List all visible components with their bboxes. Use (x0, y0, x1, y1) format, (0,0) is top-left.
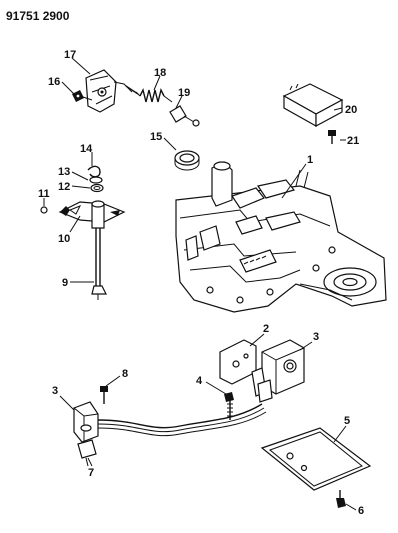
detent-lever-part-10 (58, 200, 126, 229)
callout-19: 19 (178, 87, 190, 99)
bracket-part-2 (219, 339, 257, 385)
screw-part-21 (328, 130, 336, 144)
diagram-part-number: 91751 2900 (6, 9, 70, 23)
callout-15: 15 (150, 131, 162, 143)
callout-2: 2 (263, 323, 269, 335)
callout-6: 6 (358, 505, 364, 517)
callout-17: 17 (64, 49, 76, 61)
callout-20: 20 (345, 104, 357, 116)
callout-10: 10 (58, 233, 70, 245)
lever-part-16 (72, 90, 93, 102)
callout-11: 11 (38, 188, 50, 200)
seal-part-15 (174, 150, 200, 171)
solenoid-part-3-right (251, 339, 305, 403)
callout-1: 1 (307, 154, 313, 166)
ball-part-11 (40, 206, 48, 214)
callout-3-right: 3 (313, 331, 319, 343)
callout-5: 5 (344, 415, 350, 427)
connector-part-3-left (73, 401, 99, 459)
washer-part-13 (89, 176, 103, 184)
callout-13: 13 (58, 166, 70, 178)
filter-part-5 (260, 427, 372, 491)
module-part-20 (282, 83, 344, 128)
bolt-part-8 (100, 386, 108, 404)
oring-part-12 (90, 183, 104, 193)
bolt-part-6 (336, 490, 346, 508)
callout-7: 7 (88, 467, 94, 479)
valve-part-19 (169, 105, 200, 127)
callout-3-left: 3 (52, 385, 58, 397)
clip-part-14 (87, 165, 101, 178)
bracket-part-17 (85, 69, 133, 113)
leader-lines (43, 57, 357, 511)
shaft-part-9 (91, 228, 107, 300)
callout-4: 4 (196, 375, 203, 387)
spring-part-18 (125, 85, 173, 103)
harness-part-7 (85, 403, 267, 467)
callout-18: 18 (154, 67, 166, 79)
valve-body-part-1 (175, 161, 387, 313)
callout-9: 9 (62, 277, 68, 289)
callout-16: 16 (48, 76, 60, 88)
callout-12: 12 (58, 181, 70, 193)
callout-8: 8 (122, 368, 128, 380)
callout-21: 21 (347, 135, 359, 147)
callout-14: 14 (80, 143, 93, 155)
